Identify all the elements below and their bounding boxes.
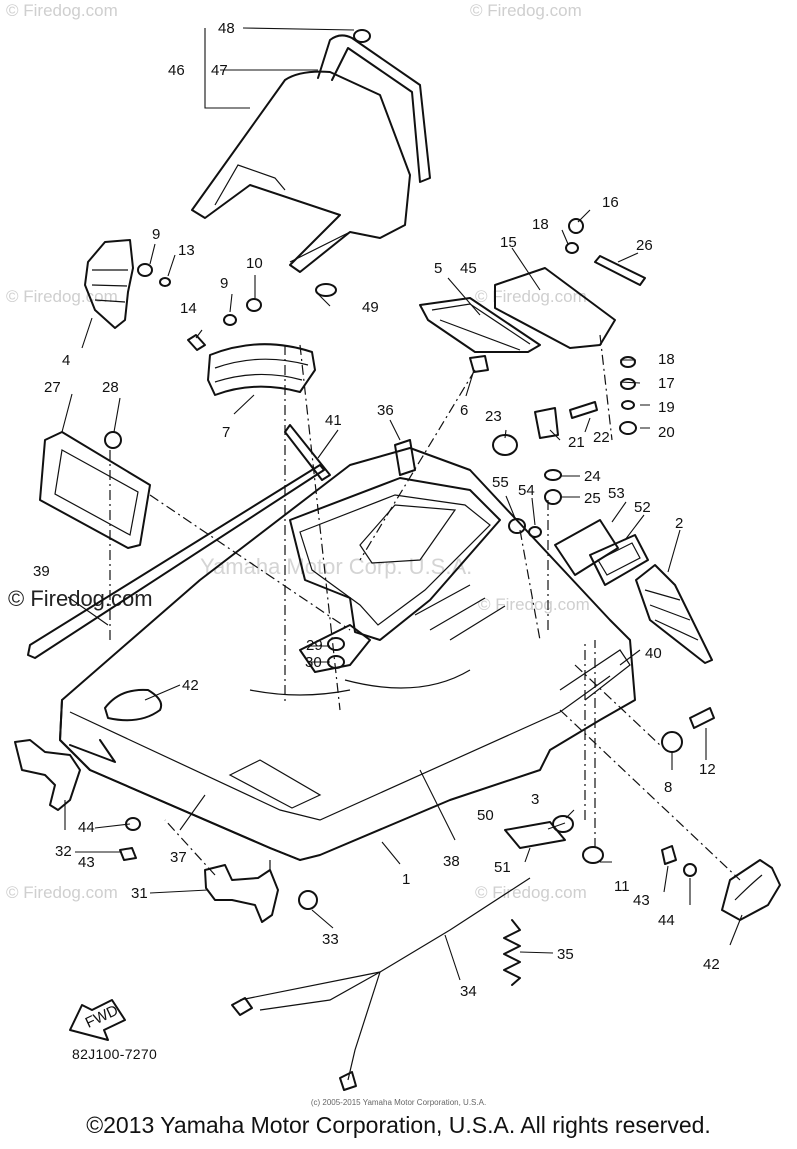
fwd-arrow: FWD: [69, 999, 126, 1041]
small-copyright: (c) 2005-2015 Yamaha Motor Corporation, …: [310, 1098, 487, 1107]
callout-44a: 44: [78, 819, 95, 836]
headlight-bezel-27: [39, 431, 151, 549]
callout-33: 33: [322, 931, 339, 948]
plates-52-53: [554, 519, 649, 586]
hinge-32: [14, 739, 81, 811]
callout-50: 50: [477, 807, 494, 824]
callout-2: 2: [675, 515, 683, 532]
callout-5: 5: [434, 260, 442, 277]
callout-42b: 42: [703, 956, 720, 973]
callout-22: 22: [593, 429, 610, 446]
callout-9b: 9: [220, 275, 228, 292]
callout-31: 31: [131, 885, 148, 902]
copyright-notice: ©2013 Yamaha Motor Corporation, U.S.A. A…: [86, 1112, 711, 1138]
watermarks: © Firedog.com © Firedog.com © Firedog.co…: [6, 1, 590, 902]
callout-55: 55: [492, 474, 509, 491]
watermark-mid-left: © Firedog.com: [6, 287, 118, 306]
callout-20: 20: [658, 424, 675, 441]
callout-18a: 18: [532, 216, 549, 233]
callout-8: 8: [664, 779, 672, 796]
callout-54: 54: [518, 482, 535, 499]
hinge-31: [204, 864, 279, 923]
plate-26: [594, 255, 646, 286]
callout-24: 24: [584, 468, 601, 485]
callout-39: 39: [33, 563, 50, 580]
callout-38: 38: [443, 853, 460, 870]
callout-51: 51: [494, 859, 511, 876]
callout-45: 45: [460, 260, 477, 277]
callout-36: 36: [377, 402, 394, 419]
callout-43a: 43: [78, 854, 95, 871]
grille-7: [207, 343, 316, 396]
callout-35: 35: [557, 946, 574, 963]
small-hardware: [104, 29, 715, 910]
callout-4: 4: [62, 352, 70, 369]
callout-12: 12: [699, 761, 716, 778]
watermark-bottom-left: © Firedog.com: [6, 883, 118, 902]
callout-52: 52: [634, 499, 651, 516]
callout-53: 53: [608, 485, 625, 502]
callout-1: 1: [402, 871, 410, 888]
callout-15: 15: [500, 234, 517, 251]
callout-13: 13: [178, 242, 195, 259]
grille-4: [84, 239, 134, 329]
callout-48: 48: [218, 20, 235, 37]
callout-14: 14: [180, 300, 197, 317]
callout-26: 26: [636, 237, 653, 254]
hood-panel-15: [494, 267, 616, 349]
callout-37: 37: [170, 849, 187, 866]
windshield-part: [191, 34, 431, 273]
callout-16: 16: [602, 194, 619, 211]
callout-42a: 42: [182, 677, 199, 694]
callout-labels: 48 46 47 9 13 10 9 14 4 7 49 16 18 15 26…: [33, 20, 720, 1000]
emblem-42-left: [104, 688, 163, 722]
callout-17: 17: [658, 375, 675, 392]
callout-9a: 9: [152, 226, 160, 243]
callout-44b: 44: [658, 912, 675, 929]
callout-41: 41: [325, 412, 342, 429]
spring-35: [503, 919, 521, 986]
cable-34: [231, 877, 531, 1091]
callout-18b: 18: [658, 351, 675, 368]
step-panel-5: [419, 297, 541, 353]
callout-10: 10: [246, 255, 263, 272]
watermark-top-right: © Firedog.com: [470, 1, 582, 20]
callout-25: 25: [584, 490, 601, 507]
watermark-site-dark: © Firedog.com: [8, 586, 153, 611]
callout-43b: 43: [633, 892, 650, 909]
watermark-top-left: © Firedog.com: [6, 1, 118, 20]
watermark-vendor: Yamaha Motor Corp. U.S.A.: [200, 554, 472, 579]
watermark-mid-right: © Firedog.com: [475, 287, 587, 306]
antenna-39: [27, 464, 325, 659]
diagram-code: 82J100-7270: [72, 1046, 158, 1062]
callout-11: 11: [614, 878, 630, 895]
callout-21: 21: [568, 434, 585, 451]
callout-34: 34: [460, 983, 477, 1000]
reference-lines: [109, 334, 741, 881]
callout-28: 28: [102, 379, 119, 396]
callout-27: 27: [44, 379, 61, 396]
leader-lines: [61, 27, 743, 981]
callout-49: 49: [362, 299, 379, 316]
callout-47: 47: [211, 62, 228, 79]
callout-23: 23: [485, 408, 502, 425]
side-grille-2: [635, 564, 713, 664]
fwd-text: FWD: [83, 1002, 121, 1032]
callout-46: 46: [168, 62, 185, 79]
callout-32: 32: [55, 843, 72, 860]
callout-40: 40: [645, 645, 662, 662]
callout-19: 19: [658, 399, 675, 416]
callout-3: 3: [531, 791, 539, 808]
callout-7: 7: [222, 424, 230, 441]
callout-30: 30: [305, 654, 322, 671]
emblem-42-right: [721, 859, 781, 921]
callout-6: 6: [460, 402, 468, 419]
callout-29: 29: [306, 637, 323, 654]
watermark-bottom-right: © Firedog.com: [475, 883, 587, 902]
